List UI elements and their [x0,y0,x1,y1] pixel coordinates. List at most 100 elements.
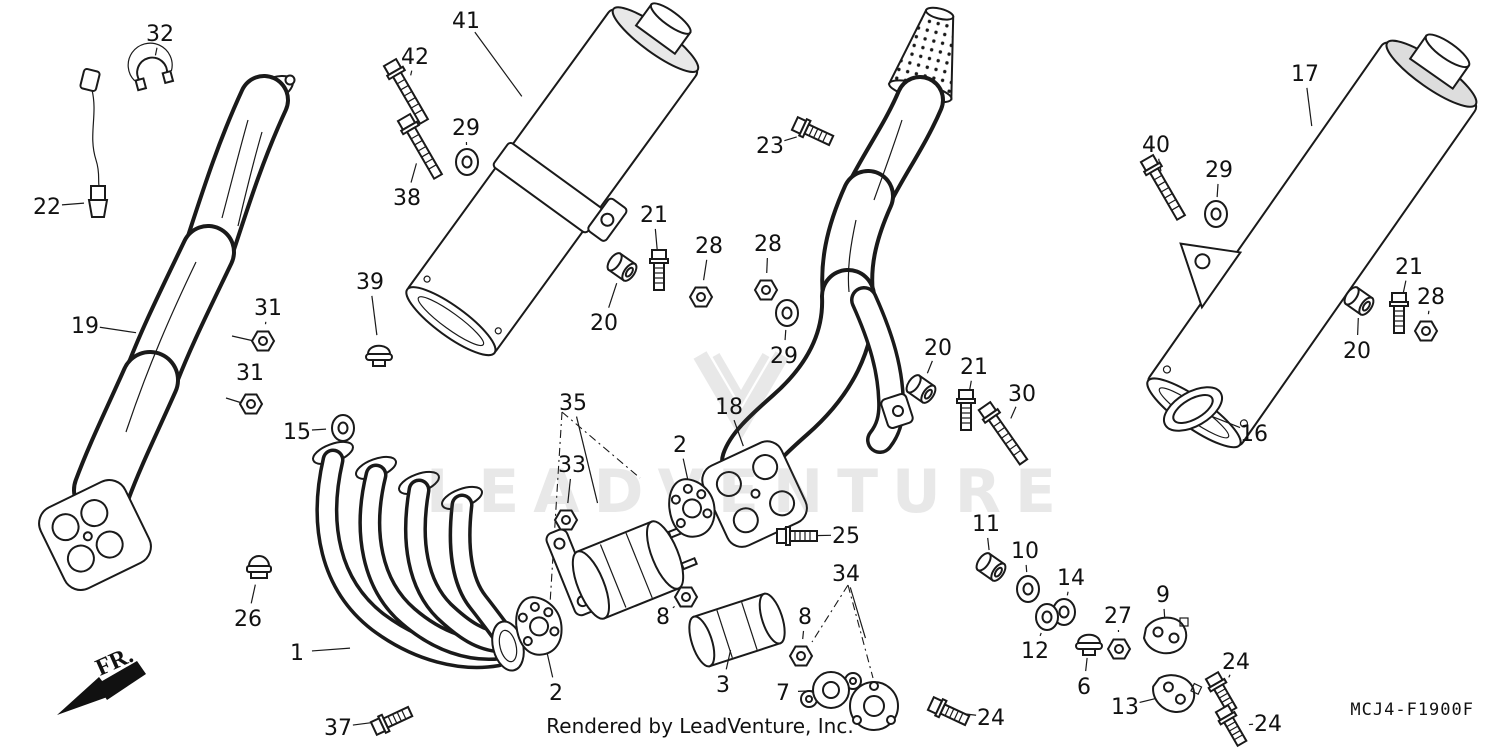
part-callout-11[interactable]: 11 [972,512,1000,537]
part-callout-3[interactable]: 3 [716,673,730,698]
leader-line [1228,674,1231,678]
part-callout-9[interactable]: 9 [1156,583,1170,608]
part-nut-icon [1107,638,1131,660]
watermark-credit: Rendered by LeadVenture, Inc. [546,714,854,738]
part-callout-1[interactable]: 1 [290,641,304,666]
chamber-body [571,520,698,620]
leader-line [1357,317,1359,336]
part-callout-26[interactable]: 26 [234,607,262,632]
leader-line [575,416,599,504]
part-callout-12[interactable]: 12 [1021,639,1049,664]
leader-line [1010,406,1017,419]
part-callout-24[interactable]: 24 [977,706,1005,731]
part-callout-23[interactable]: 23 [756,134,784,159]
leader-line [849,587,867,639]
center-muffler [405,2,700,357]
leader-line [474,31,523,97]
part-callout-34[interactable]: 34 [832,562,860,587]
part-callout-13[interactable]: 13 [1111,695,1139,720]
part-bolt-long-icon [1138,153,1190,223]
part-callout-20[interactable]: 20 [590,311,618,336]
leader-line [1208,414,1241,429]
right-muffler [1146,33,1478,449]
part-callout-8[interactable]: 8 [656,605,670,630]
part-callout-29[interactable]: 29 [1205,158,1233,183]
part-callout-14[interactable]: 14 [1057,566,1085,591]
part-callout-10[interactable]: 10 [1011,539,1039,564]
part-callout-17[interactable]: 17 [1291,62,1319,87]
callout-layer: 3222193131152613741422938392120282328291… [33,9,1445,748]
part-washer-icon [331,414,355,442]
part-nut-icon [251,330,275,352]
leader-line [672,605,675,609]
leader-line [766,257,768,274]
left-downpipe-assembly [38,74,296,591]
part-callout-16[interactable]: 16 [1240,422,1268,447]
part-callout-29[interactable]: 29 [452,116,480,141]
part-callout-24[interactable]: 24 [1254,712,1282,737]
part-callout-31[interactable]: 31 [236,361,264,386]
part-callout-21[interactable]: 21 [640,203,668,228]
part-callout-28[interactable]: 28 [695,234,723,259]
part-callout-24[interactable]: 24 [1222,650,1250,675]
part-callout-42[interactable]: 42 [401,45,429,70]
part-callout-30[interactable]: 30 [1008,382,1036,407]
part-callout-35[interactable]: 35 [559,391,587,416]
leader-line [311,647,351,652]
leader-line [725,649,732,670]
leader-line [1306,87,1313,127]
part-callout-2[interactable]: 2 [673,433,687,458]
part-callout-27[interactable]: 27 [1104,604,1132,629]
part-grommet-icon [365,344,393,367]
part-nut-icon [554,509,578,531]
part-washer-icon [1016,575,1040,603]
part-callout-20[interactable]: 20 [1343,339,1371,364]
part-callout-22[interactable]: 22 [33,195,61,220]
leader-line [250,584,256,604]
part-callout-2[interactable]: 2 [549,681,563,706]
part-washer-icon [1204,200,1228,228]
part-bolt-icon [956,389,976,431]
part-callout-40[interactable]: 40 [1142,133,1170,158]
part-bolt-icon [649,249,669,291]
leader-line [926,360,933,374]
part-callout-28[interactable]: 28 [754,232,782,257]
part-callout-6[interactable]: 6 [1077,675,1091,700]
part-callout-29[interactable]: 29 [770,344,798,369]
leader-line [1216,183,1219,198]
leader-line [1025,564,1028,573]
part-callout-7[interactable]: 7 [776,681,790,706]
watermark-text: LEADVENTURE [426,457,1070,527]
part-washer-icon [455,148,479,176]
exhaust-chamber-group [545,411,899,731]
part-callout-18[interactable]: 18 [715,395,743,420]
part-callout-37[interactable]: 37 [324,716,352,741]
part-callout-31[interactable]: 31 [254,296,282,321]
part-callout-41[interactable]: 41 [452,9,480,34]
part-collar-icon [902,371,940,407]
part-callout-28[interactable]: 28 [1417,285,1445,310]
leader-line [154,47,158,56]
leader-line [311,428,327,431]
part-callout-25[interactable]: 25 [832,524,860,549]
part-callout-8[interactable]: 8 [798,605,812,630]
right-downpipe-assembly [701,6,955,548]
part-callout-33[interactable]: 33 [558,453,586,478]
part-callout-19[interactable]: 19 [71,314,99,339]
part-callout-20[interactable]: 20 [924,336,952,361]
part-bolt-icon [790,114,836,150]
part-callout-39[interactable]: 39 [356,270,384,295]
part-callout-21[interactable]: 21 [1395,255,1423,280]
oxygen-sensor [79,67,109,218]
leader-line [410,70,413,76]
diagram-code: MCJ4-F1900F [1350,700,1474,720]
part-callout-21[interactable]: 21 [960,355,988,380]
leader-line [1039,632,1042,637]
chamber-joint [688,592,786,668]
part-nut-cap-icon [246,555,272,579]
part-callout-15[interactable]: 15 [283,420,311,445]
part-callout-38[interactable]: 38 [393,186,421,211]
part-callout-32[interactable]: 32 [146,22,174,47]
part-grommet-icon [1075,633,1103,656]
